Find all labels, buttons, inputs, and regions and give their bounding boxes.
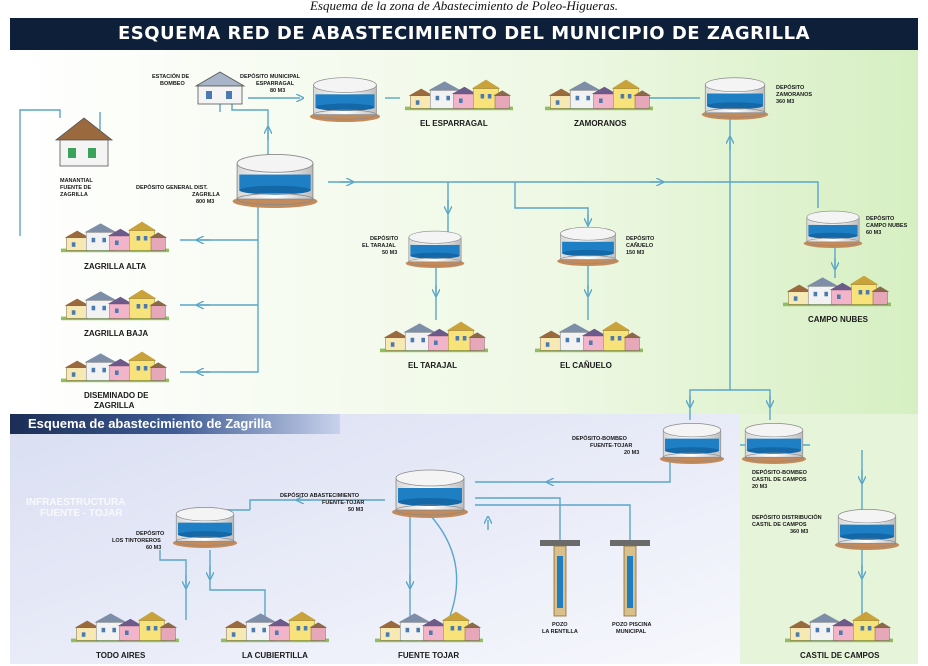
labels-wells: POZO LA RENTILLA POZO PISCINA MUNICIPAL bbox=[542, 622, 651, 635]
dep-castil-dist-1: DEPÓSITO DISTRIBUCIÓN bbox=[752, 513, 822, 521]
dep-castil-bombeo-1: DEPÓSITO-BOMBEO bbox=[752, 468, 808, 476]
deposit-esparragal-tank bbox=[309, 77, 381, 122]
dep-abast-3: 50 M3 bbox=[348, 507, 363, 513]
well-rentilla-1: POZO bbox=[552, 622, 568, 628]
deposit-canuelo-tank bbox=[556, 226, 620, 266]
village-label-zagrilla-alta: ZAGRILLA ALTA bbox=[84, 262, 146, 271]
dep-general-3: 800 M3 bbox=[196, 199, 214, 205]
dep-tintoreros-1: DEPÓSITO bbox=[136, 529, 165, 537]
dep-campo-nubes-3: 60 M3 bbox=[866, 230, 881, 236]
well-piscina bbox=[610, 540, 650, 617]
village-label-el-tarajal: EL TARAJAL bbox=[408, 361, 457, 370]
spring-label-2: FUENTE DE bbox=[60, 185, 92, 191]
upper-background bbox=[10, 50, 918, 414]
deposit-castil-bombeo-tank bbox=[741, 422, 807, 464]
village-label-todo-aires: TODO AIRES bbox=[96, 651, 146, 660]
infra-label-1: INFRAESTRUCTURA bbox=[26, 497, 125, 508]
dep-castil-dist-3: 360 M3 bbox=[790, 529, 808, 535]
subtitle-bar bbox=[10, 414, 340, 434]
dep-general-2: ZAGRILLA bbox=[192, 192, 220, 198]
deposit-abastecimiento-tank bbox=[391, 469, 469, 518]
labels-stations: ESTACIÓN DE BOMBEO MANANTIAL FUENTE DE Z… bbox=[60, 72, 190, 198]
deposit-fuente-tojar-bombeo-tank bbox=[659, 422, 725, 464]
dep-ft-bombeo-1: DEPÓSITO-BOMBEO bbox=[572, 434, 628, 442]
dep-tintoreros-3: 60 M3 bbox=[146, 545, 161, 551]
well-piscina-1: POZO PISCINA bbox=[612, 622, 651, 628]
village-label-castil-de-campos: CASTIL DE CAMPOS bbox=[800, 651, 880, 660]
station-label-2: BOMBEO bbox=[160, 81, 185, 87]
spring-label-3: ZAGRILLA bbox=[60, 192, 88, 198]
dep-castil-bombeo-3: 20 M3 bbox=[752, 484, 767, 490]
subtitle: Esquema de abastecimiento de Zagrilla bbox=[28, 416, 272, 431]
dep-canuelo-3: 150 M3 bbox=[626, 250, 644, 256]
dep-canuelo-1: DEPÓSITO bbox=[626, 234, 655, 242]
spring-building bbox=[54, 117, 114, 167]
dep-castil-bombeo-2: CASTIL DE CAMPOS bbox=[752, 477, 807, 483]
dep-abast-2: FUENTE-TOJAR bbox=[322, 500, 364, 506]
well-rentilla-2: LA RENTILLA bbox=[542, 629, 578, 635]
main-title: ESQUEMA RED DE ABASTECIMIENTO DEL MUNICI… bbox=[10, 18, 918, 50]
dep-esparragal-2: ESPARRAGAL bbox=[256, 81, 295, 87]
deposit-zamoranos-tank bbox=[701, 77, 769, 120]
dep-esparragal-3: 80 M3 bbox=[270, 88, 285, 94]
deposit-tintoreros-tank bbox=[172, 506, 238, 548]
deposit-campo-nubes-tank bbox=[803, 210, 863, 248]
deposit-castil-distribucion-tank bbox=[834, 508, 900, 550]
dep-tintoreros-2: LOS TINTOREROS bbox=[112, 538, 161, 544]
dep-campo-nubes-2: CAMPO NUBES bbox=[866, 223, 908, 229]
village-label-diseminado-1: DISEMINADO DE bbox=[84, 391, 149, 400]
village-label-diseminado-2: ZAGRILLA bbox=[94, 401, 135, 410]
pumping-station bbox=[194, 71, 246, 105]
infra-label-2: FUENTE - TOJAR bbox=[40, 508, 123, 519]
dep-campo-nubes-1: DEPÓSITO bbox=[866, 214, 895, 222]
village-label-la-cubiertilla: LA CUBIERTILLA bbox=[242, 651, 308, 660]
dep-tarajal-2: EL TARAJAL bbox=[362, 243, 396, 249]
dep-ft-bombeo-3: 20 M3 bbox=[624, 450, 639, 456]
dep-ft-bombeo-2: FUENTE-TOJAR bbox=[590, 443, 632, 449]
village-label-el-canuelo: EL CAÑUELO bbox=[560, 361, 612, 370]
dep-tarajal-1: DEPÓSITO bbox=[370, 234, 399, 242]
village-label-zagrilla-baja: ZAGRILLA BAJA bbox=[84, 329, 148, 338]
dep-canuelo-2: CAÑUELO bbox=[626, 242, 654, 249]
village-label-el-esparragal: EL ESPARRAGAL bbox=[420, 119, 488, 128]
deposit-tarajal-tank bbox=[405, 230, 465, 268]
dep-zamoranos-2: ZAMORANOS bbox=[776, 92, 812, 98]
dep-zamoranos-3: 360 M3 bbox=[776, 99, 794, 105]
dep-esparragal-1: DEPÓSITO MUNICIPAL bbox=[240, 72, 301, 80]
village-label-fuente-tojar: FUENTE TOJAR bbox=[398, 651, 459, 660]
dep-castil-dist-2: CASTIL DE CAMPOS bbox=[752, 522, 807, 528]
deposit-general-tank bbox=[231, 153, 319, 208]
station-label-1: ESTACIÓN DE bbox=[152, 72, 190, 80]
well-piscina-2: MUNICIPAL bbox=[616, 629, 647, 635]
dep-tarajal-3: 50 M3 bbox=[382, 250, 397, 256]
dep-zamoranos-1: DEPÓSITO bbox=[776, 83, 805, 91]
dep-abast-1: DEPÓSITO ABASTECIMIENTO bbox=[280, 491, 360, 499]
dep-general-1: DEPÓSITO GENERAL DIST. bbox=[136, 183, 208, 191]
figure-caption: Esquema de la zona de Abastecimiento de … bbox=[309, 0, 619, 13]
labels-deposits: DEPÓSITO MUNICIPAL ESPARRAGAL 80 M3 DEPÓ… bbox=[112, 72, 908, 551]
well-rentilla bbox=[540, 540, 580, 617]
labels-villages: EL ESPARRAGAL ZAMORANOS ZAGRILLA ALTA ZA… bbox=[84, 119, 880, 660]
village-label-zamoranos: ZAMORANOS bbox=[574, 119, 627, 128]
spring-label-1: MANANTIAL bbox=[60, 178, 93, 184]
village-label-campo-nubes: CAMPO NUBES bbox=[808, 315, 869, 324]
